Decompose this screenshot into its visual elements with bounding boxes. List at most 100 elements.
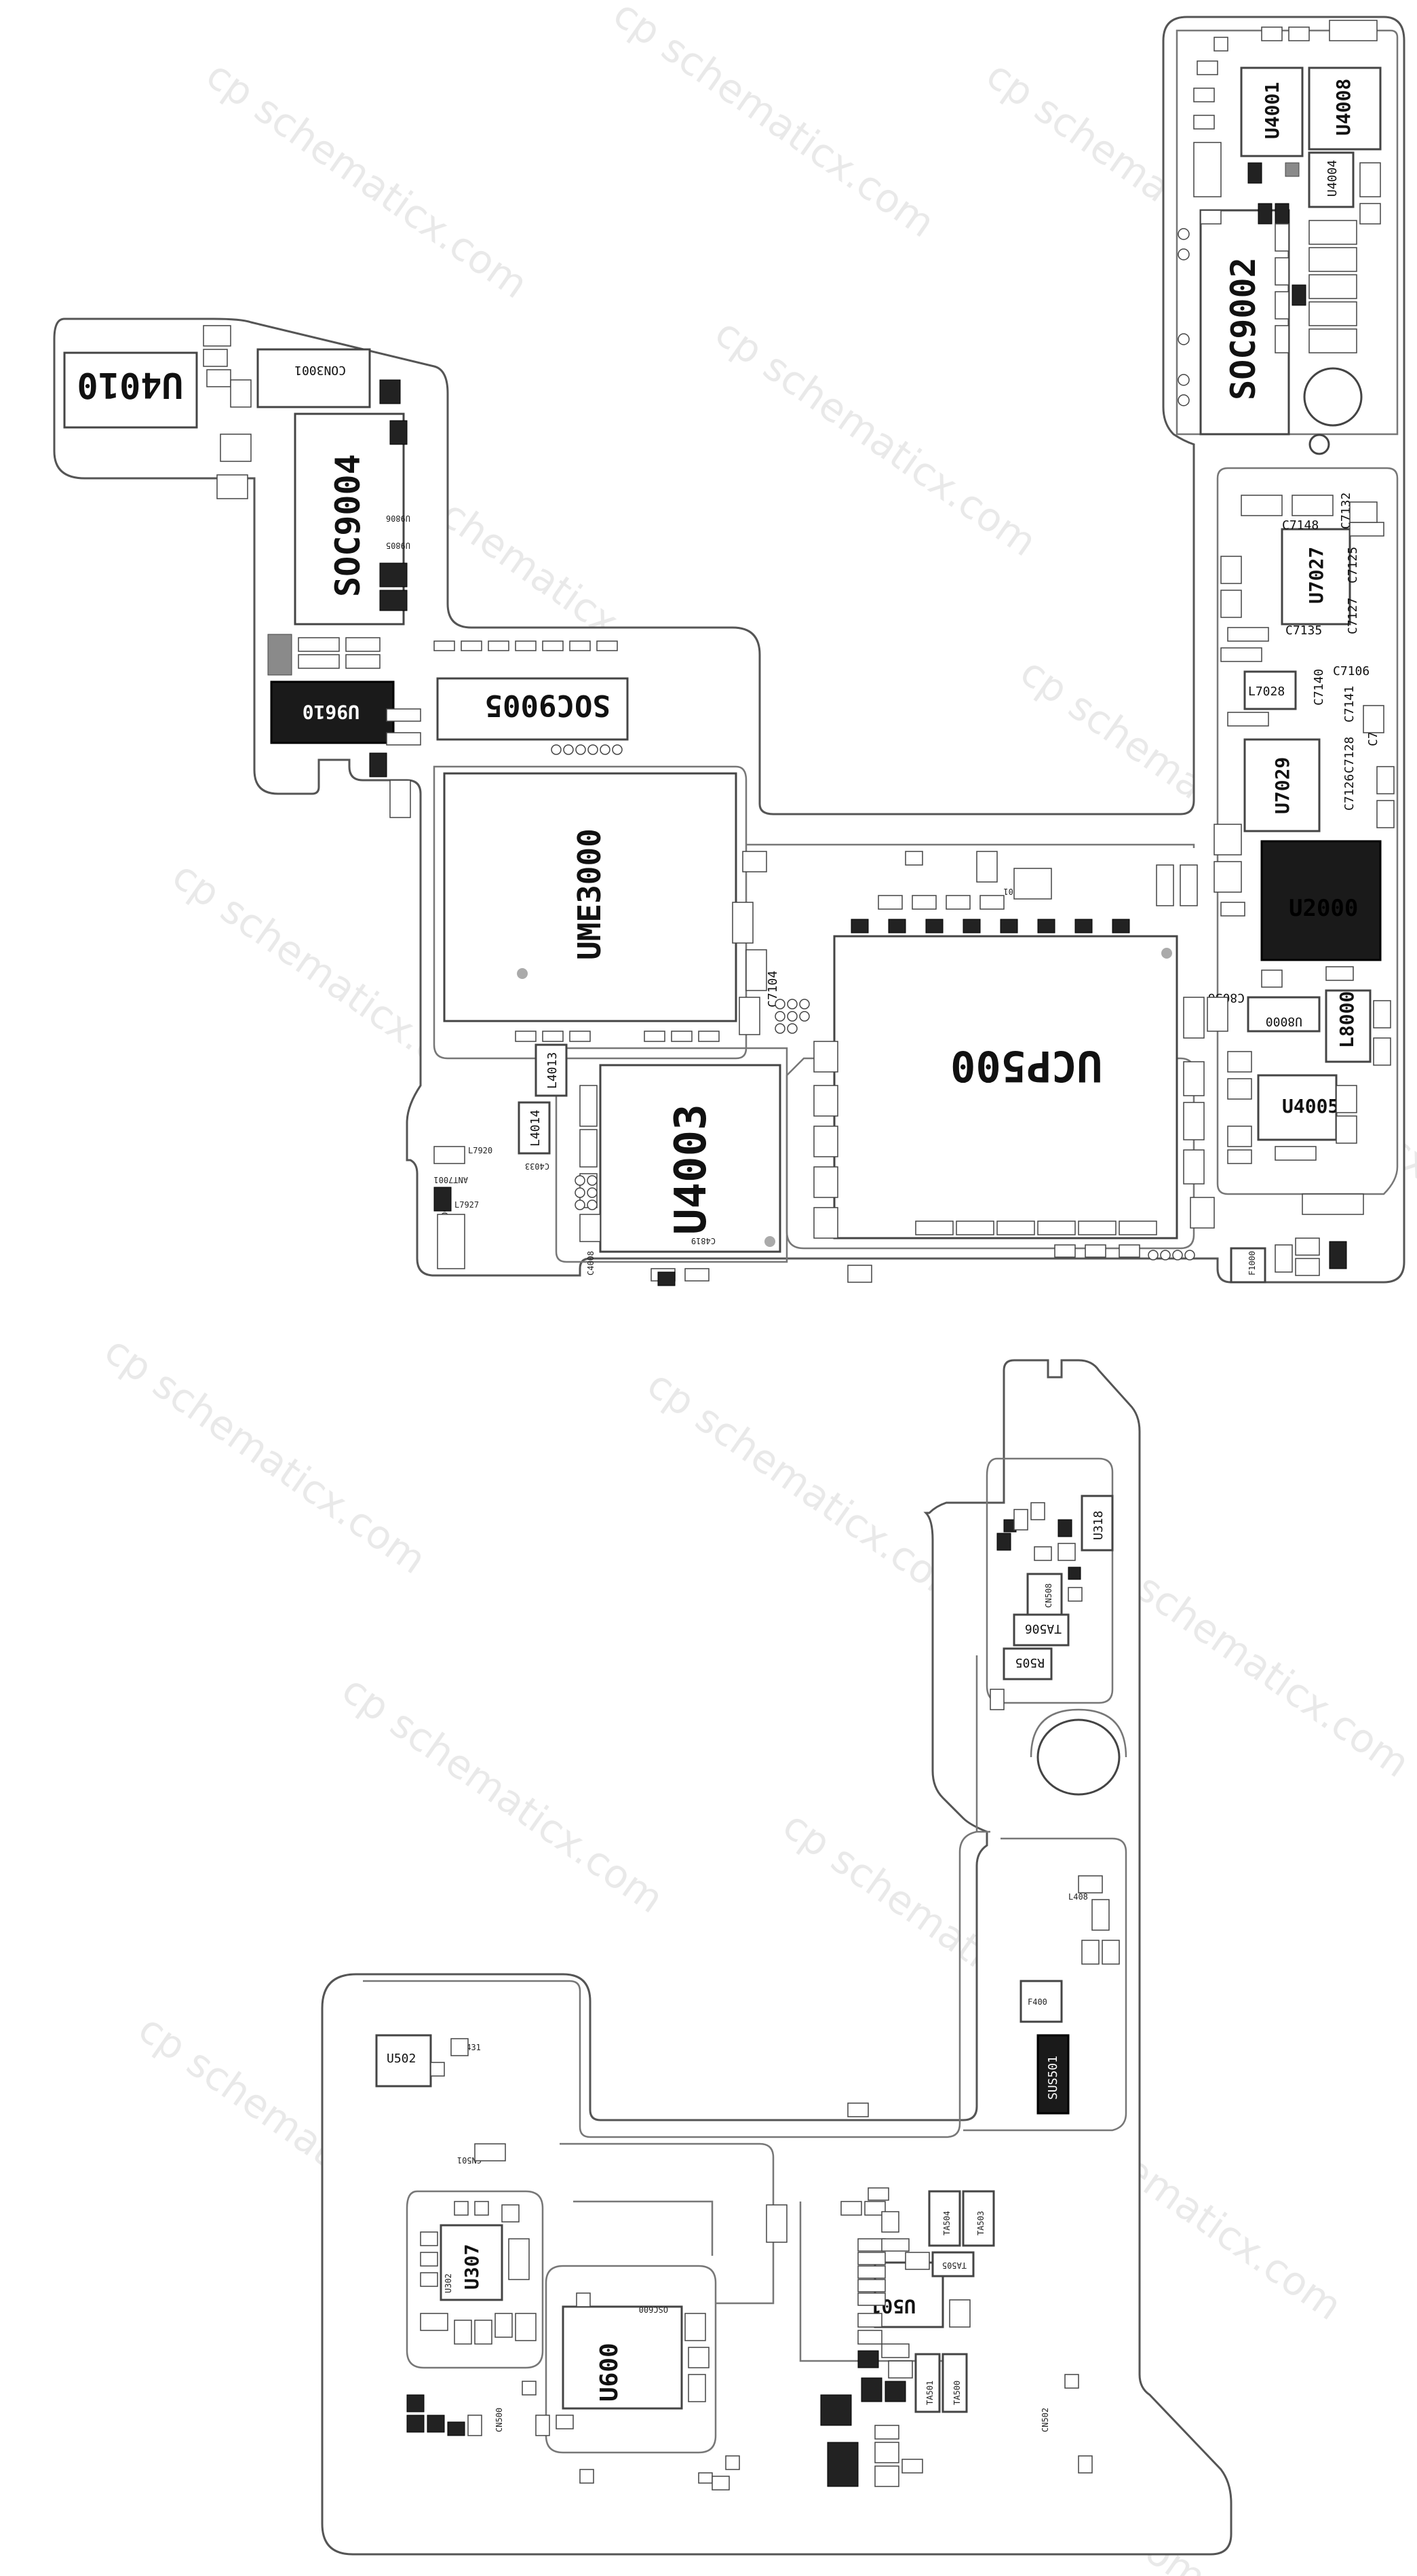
chip-u9806-label: U9806 bbox=[386, 514, 410, 523]
top-board-passives bbox=[203, 20, 1395, 1286]
fuse-f1000-label: F1000 bbox=[1247, 1251, 1257, 1275]
inductor-l7920-label: L7920 bbox=[468, 1146, 492, 1155]
fuse-f1000 bbox=[1230, 1247, 1266, 1284]
inductor-l4014-label: L4014 bbox=[528, 1110, 543, 1147]
cap-c7104-label: C7104 bbox=[766, 971, 780, 1007]
chip-u4004-label: U4004 bbox=[1325, 160, 1340, 197]
chip-u4005-label: U4005 bbox=[1282, 1095, 1339, 1117]
chip-u318 bbox=[1081, 1495, 1114, 1552]
chip-u2000 bbox=[1260, 840, 1382, 961]
chip-u4008 bbox=[1308, 66, 1382, 151]
connector-cn500-label: CN500 bbox=[494, 2408, 504, 2432]
chip-u4005 bbox=[1257, 1074, 1338, 1141]
chip-u4003-label: U4003 bbox=[666, 1104, 716, 1235]
cap-c7127-label: C7127 bbox=[1346, 598, 1360, 634]
top-board-inner-trace bbox=[1216, 467, 1399, 1195]
chip-u4003 bbox=[599, 1064, 781, 1253]
chip-u2000-label: U2000 bbox=[1289, 895, 1358, 922]
chip-u9610 bbox=[270, 680, 395, 744]
connector-con3001-label: CON3001 bbox=[294, 363, 346, 377]
inductor-l4013-label: L4013 bbox=[545, 1052, 560, 1089]
chip-soc9005-label: SOC9005 bbox=[485, 688, 610, 723]
connector-cn508 bbox=[1026, 1573, 1063, 1616]
watermark-text: cp schematicx.com bbox=[707, 309, 1045, 566]
watermark-text: cp schematicx.com bbox=[198, 52, 537, 308]
mounting-hole bbox=[1303, 367, 1363, 427]
pin1-marker bbox=[517, 968, 528, 979]
bottom-board-inner-trace bbox=[1030, 1708, 1127, 1758]
osc-osc600-label: OSC600 bbox=[639, 2305, 668, 2314]
chip-u4008-label: U4008 bbox=[1332, 79, 1355, 136]
top-board: UME3000 U4003 UCP500 U4010 SOC9004 SOC90… bbox=[53, 16, 1405, 1286]
chip-u4010-label: U4010 bbox=[77, 364, 183, 405]
top-board-inner-trace bbox=[433, 765, 748, 1060]
ta-ta500-label: TA500 bbox=[952, 2381, 962, 2405]
inductor-l4013 bbox=[535, 1043, 568, 1097]
pin1-marker bbox=[1161, 948, 1172, 959]
inductor-l4014 bbox=[518, 1101, 551, 1155]
chip-sus501-label: SUS501 bbox=[1046, 2056, 1060, 2100]
chip-sus501 bbox=[1036, 2034, 1070, 2115]
chip-u600-label: U600 bbox=[596, 2343, 623, 2402]
ta-ta505-label: TA505 bbox=[942, 2261, 967, 2270]
bottom-board-passives bbox=[406, 1502, 1120, 2491]
inductor-l7927-label: L7927 bbox=[454, 1200, 479, 1210]
bottom-board-inner-trace bbox=[545, 2265, 717, 2454]
mounting-hole bbox=[1036, 1718, 1121, 1796]
bottom-board-inner-trace bbox=[560, 2142, 775, 2305]
ta-ta501-label: TA501 bbox=[925, 2381, 935, 2405]
bottom-board-inner-trace bbox=[963, 1837, 1127, 2132]
top-board-inner-trace bbox=[1176, 29, 1399, 436]
pin1-marker bbox=[764, 1236, 775, 1247]
connector-cn502-label: CN502 bbox=[1041, 2408, 1050, 2432]
cap-c4033-label: C4033 bbox=[525, 1161, 549, 1171]
top-board-vias bbox=[551, 228, 1195, 1261]
cap-c7128-label: C7128 bbox=[1342, 737, 1357, 773]
chip-soc9002 bbox=[1199, 209, 1290, 436]
chip-ucp500-label: UCP500 bbox=[950, 1041, 1102, 1091]
inductor-l8000-label: L8000 bbox=[1336, 991, 1358, 1048]
cap-c7135-label: C7135 bbox=[1285, 623, 1322, 638]
chip-u4001 bbox=[1240, 66, 1304, 157]
chip-u4004 bbox=[1308, 151, 1355, 208]
cap-c4008-label: C4008 bbox=[586, 1251, 596, 1275]
connector-cn508-label: CN508 bbox=[1044, 1583, 1053, 1608]
ta-ta501 bbox=[914, 2353, 941, 2413]
ta-ta503-label: TA503 bbox=[976, 2211, 986, 2235]
bottom-board-inner-trace bbox=[363, 1830, 990, 2138]
chip-u502-label: U502 bbox=[387, 2052, 416, 2066]
bottom-board-inner-trace bbox=[986, 1457, 1114, 1704]
ta-ta504-label: TA504 bbox=[942, 2211, 952, 2235]
connector-con3001 bbox=[256, 348, 371, 408]
inductor-l7028-label: L7028 bbox=[1248, 685, 1285, 699]
chip-u502 bbox=[375, 2034, 432, 2088]
chip-u600 bbox=[562, 2305, 683, 2410]
chip-soc9005 bbox=[436, 677, 629, 741]
chip-ume3000-label: UME3000 bbox=[571, 828, 608, 960]
ta-ta506 bbox=[1013, 1613, 1070, 1647]
inductor-l7028 bbox=[1243, 670, 1297, 710]
chip-u7027-label: U7027 bbox=[1305, 547, 1327, 604]
watermark-text: cp schematicx.com bbox=[639, 1361, 977, 1617]
via-hole bbox=[1308, 434, 1330, 455]
chip-u8000-label: U8000 bbox=[1266, 1014, 1302, 1029]
inductor-l408-label: L408 bbox=[1068, 1892, 1088, 1902]
chip-ume3000 bbox=[443, 772, 737, 1022]
watermark-text: cp schematicx.com bbox=[334, 1666, 672, 1923]
chip-u318-label: U318 bbox=[1091, 1511, 1106, 1540]
chip-u307 bbox=[440, 2224, 503, 2301]
fuse-f400-label: F400 bbox=[1028, 1997, 1047, 2007]
cap-c7141-label: C7141 bbox=[1342, 686, 1357, 723]
cap-c7126-label: C7126 bbox=[1342, 774, 1357, 811]
chip-soc9004 bbox=[294, 412, 405, 626]
chip-soc9004-label: SOC9004 bbox=[328, 454, 368, 597]
chip-u9805-label: U9805 bbox=[386, 541, 410, 550]
chip-u8000 bbox=[1247, 996, 1321, 1033]
chip-u4010 bbox=[63, 351, 198, 429]
watermark-text: cp schematicx.com bbox=[96, 1327, 435, 1583]
antenna-ant7001-label: ANT7001 bbox=[433, 1175, 468, 1185]
top-board-inner-trace bbox=[746, 843, 1195, 848]
cap-c7140-label: C7140 bbox=[1312, 669, 1326, 706]
cap-c7125-label: C7125 bbox=[1346, 547, 1360, 583]
